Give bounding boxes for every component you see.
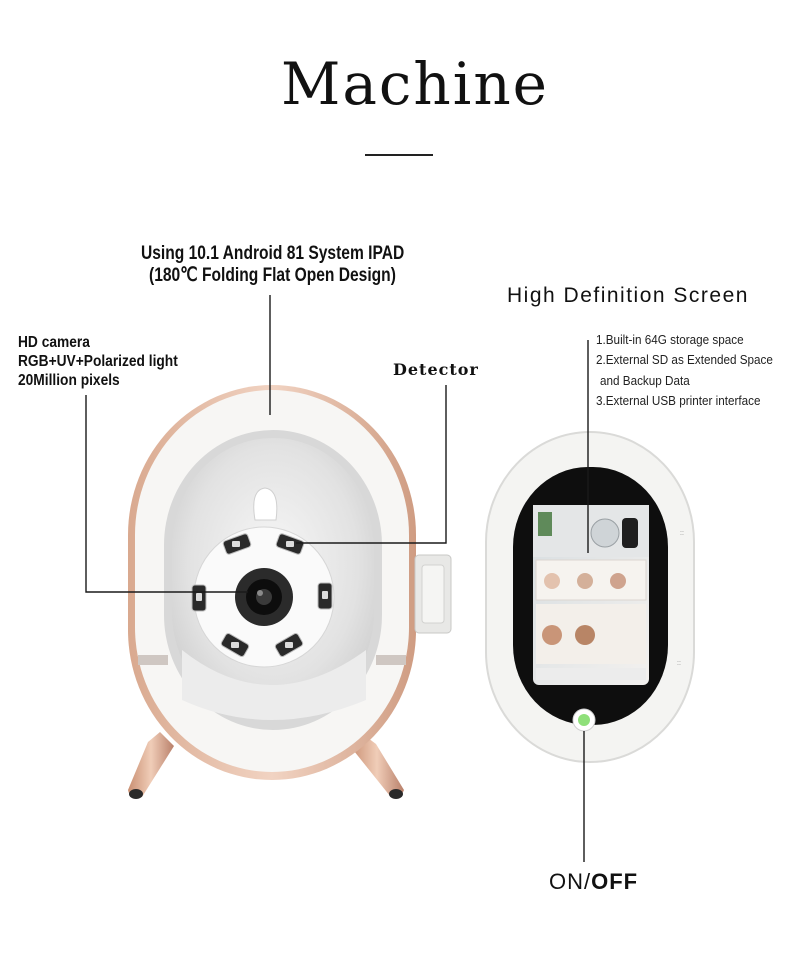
screen-panel: :: ::	[485, 431, 695, 763]
spec-line-3: and Backup Data	[600, 373, 690, 388]
spec-line-1: 1.Built-in 64G storage space	[596, 332, 744, 347]
camera-label-line2: RGB+UV+Polarized light	[18, 353, 178, 370]
ipad-label-line2: (180℃ Folding Flat Open Design)	[149, 265, 396, 286]
spec-line-2: 2.External SD as Extended Space	[596, 352, 773, 367]
title-divider	[365, 154, 433, 156]
camera-label-line1: HD camera	[18, 334, 90, 351]
page-title: Machine	[280, 50, 550, 118]
svg-text:::: ::	[677, 660, 681, 667]
power-off-text: OFF	[591, 869, 639, 894]
power-on-text: ON/	[549, 869, 592, 894]
screen-title: High Definition Screen	[507, 284, 749, 307]
spec-line-4: 3.External USB printer interface	[596, 393, 761, 408]
leader-lines	[85, 295, 589, 862]
camera-label-line3: 20Million pixels	[18, 372, 120, 389]
svg-text:::: ::	[680, 530, 684, 537]
detector-label: Detector	[393, 360, 479, 379]
power-label: ON/OFF	[549, 869, 638, 895]
stand-legs	[128, 732, 404, 799]
detector-module	[191, 487, 335, 668]
ipad-label-line1: Using 10.1 Android 81 System IPAD	[141, 243, 405, 264]
